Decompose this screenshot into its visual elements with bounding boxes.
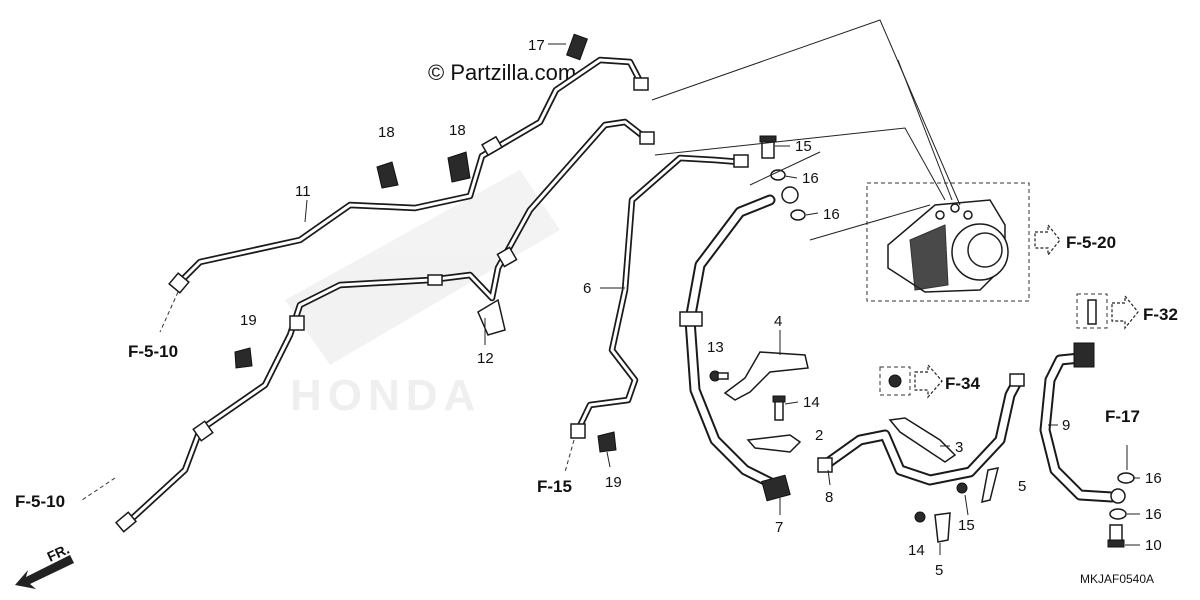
copyright-text: © Partzilla.com: [428, 60, 576, 85]
callout-19-a: 19: [240, 312, 257, 329]
callout-14-b: 15: [958, 517, 975, 534]
callout-12: 13: [707, 339, 724, 356]
clip-f-34[interactable]: [888, 374, 902, 388]
front-direction-arrow: FR.: [15, 541, 74, 589]
callout-10: 11: [295, 183, 311, 200]
bolt-14-b[interactable]: [956, 482, 968, 494]
callout-15-b: 10: [1145, 537, 1162, 554]
callout-17: 17: [528, 37, 545, 54]
bolt-13[interactable]: [772, 395, 786, 421]
bracket-2[interactable]: [746, 434, 802, 453]
callout-4: 4: [774, 313, 782, 330]
callout-16-b: 16: [823, 206, 840, 223]
bracket-5-b[interactable]: [981, 467, 1000, 504]
clip-17[interactable]: [566, 33, 588, 61]
callouts: 17 18 18 11 19 12 6 19 15 16 16 4 13 14 …: [240, 37, 1162, 579]
ref-f-5-10-a: F-5-10: [128, 342, 178, 361]
callout-18-b: 18: [449, 122, 466, 139]
washer-16-c[interactable]: [1117, 472, 1135, 484]
brake-pipe-6[interactable]: [570, 154, 749, 439]
ref-f-5-10-b: F-5-10: [15, 492, 65, 511]
clamp-19-a[interactable]: [234, 347, 253, 369]
ref-arrow-f-5-20: [1034, 223, 1061, 257]
callout-14-a: 14: [908, 542, 925, 559]
callout-2: 2: [815, 427, 823, 444]
callout-16-d: 16: [1145, 506, 1162, 523]
bracket-3[interactable]: [888, 417, 957, 463]
abs-modulator[interactable]: [866, 182, 1030, 302]
clamp-19-b[interactable]: [597, 431, 617, 453]
callout-15-a: 15: [795, 138, 812, 155]
callout-5-b: 5: [935, 562, 943, 579]
callout-7: 7: [775, 519, 783, 536]
ref-f-34: F-34: [945, 374, 981, 393]
bracket-5-a[interactable]: [934, 512, 951, 543]
washer-16-b[interactable]: [790, 209, 806, 221]
brake-hose-7[interactable]: [679, 186, 799, 502]
watermark: HONDA: [285, 170, 560, 420]
diagram-code: MKJAF0540A: [1080, 572, 1154, 586]
callout-11: 12: [477, 350, 494, 367]
ref-f-17: F-17: [1105, 407, 1140, 426]
callout-19-b: 19: [605, 474, 622, 491]
ref-f-15: F-15: [537, 477, 572, 496]
clamp-18-b[interactable]: [447, 151, 471, 183]
ref-arrow-f-34: [879, 363, 943, 399]
ref-f-5-20: F-5-20: [1066, 233, 1116, 252]
callout-18-a: 18: [378, 124, 395, 141]
brake-hose-9[interactable]: [1039, 342, 1126, 504]
ref-f-32: F-32: [1143, 305, 1178, 324]
reference-labels: F-5-10 F-5-10 F-15 F-5-20 F-32 F-34 F-17: [15, 233, 1178, 511]
watermark-text: HONDA: [290, 371, 481, 420]
callout-5-a: 5: [1018, 478, 1026, 495]
bolt-f-32[interactable]: [1087, 299, 1097, 325]
bolt-12[interactable]: [709, 370, 729, 382]
bracket-4[interactable]: [723, 351, 809, 401]
ref-arrow-f-32: [1111, 294, 1139, 330]
bolt-14-a[interactable]: [914, 511, 926, 523]
callout-8: 8: [825, 489, 833, 506]
bolt-box-f-32: [1076, 293, 1108, 329]
callout-6: 6: [583, 280, 591, 297]
callout-13: 14: [803, 394, 820, 411]
brake-pipe-10[interactable]: [168, 56, 649, 294]
clamp-18-a[interactable]: [376, 161, 399, 189]
bolt-15-top[interactable]: [759, 135, 777, 159]
ref-pointers: [81, 291, 575, 501]
callout-3: 3: [955, 439, 963, 456]
bolt-15-bottom[interactable]: [1107, 524, 1125, 548]
callout-16-c: 16: [1145, 470, 1162, 487]
leader-lines: [304, 19, 1140, 555]
brake-hose-8[interactable]: [817, 373, 1025, 486]
washer-16-d[interactable]: [1109, 508, 1127, 520]
callout-16-a: 16: [802, 170, 819, 187]
callout-9: 9: [1062, 417, 1070, 434]
